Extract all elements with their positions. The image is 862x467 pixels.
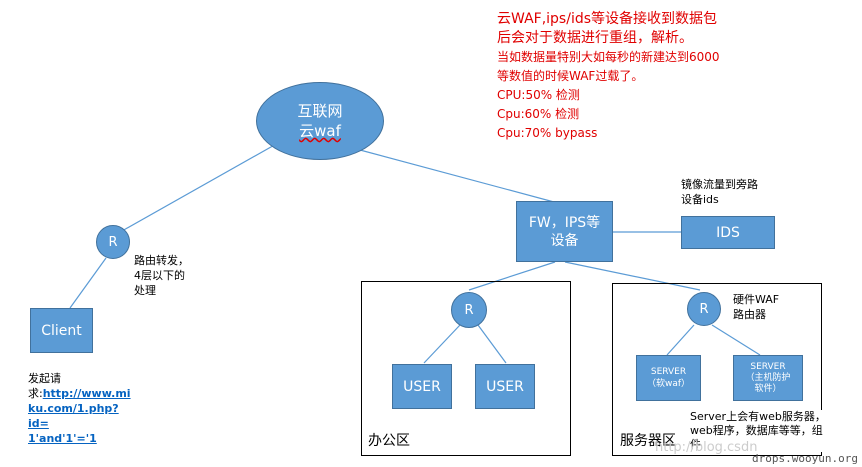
- line-fw-to-office: [468, 261, 556, 291]
- hw-waf-line2: 路由器: [733, 308, 766, 321]
- server-1: SERVER （软waf）: [636, 355, 701, 401]
- line-cloud-to-router: [121, 142, 279, 232]
- request-line2: 求:http://www.mi: [28, 386, 138, 401]
- fw-ips-device: FW，IPS等 设备: [516, 201, 613, 262]
- note-line-5: Cpu:70% bypass: [497, 126, 598, 140]
- mirror-note-line1: 镜像流量到旁路: [681, 178, 758, 191]
- server-note: Server上会有web服务器， web程序，数据库等等，组 件: [690, 410, 860, 452]
- office-user-2-label: USER: [486, 378, 524, 395]
- watermark: drops.wooyun.org: [752, 452, 858, 465]
- request-prefix2: 求:: [28, 387, 43, 400]
- office-router: R: [451, 292, 487, 328]
- faint-blog-text: http://blog.csdn: [655, 440, 758, 455]
- server-2-line2: （主机防护: [745, 372, 791, 383]
- line-serverR-to-server1: [666, 324, 695, 356]
- ids-device: IDS: [681, 216, 775, 249]
- server-router-label: R: [699, 301, 709, 317]
- line-officeR-to-user2: [477, 324, 507, 364]
- internet-cloud: 互联网 云waf: [256, 82, 384, 160]
- office-user-1-label: USER: [403, 378, 441, 395]
- line-fw-to-server: [564, 261, 701, 291]
- note-line-1: 云WAF,ips/ids等设备接收到数据包后会对于数据进行重组，解析。: [497, 11, 718, 46]
- line-serverR-to-server2: [711, 324, 761, 356]
- server-note-line3: 件: [690, 438, 701, 451]
- request-url-part2[interactable]: ku.com/1.php?id=: [28, 402, 119, 430]
- note-line-4: Cpu:60% 检测: [497, 107, 580, 121]
- hw-waf-line1: 硬件WAF: [733, 293, 780, 306]
- server-note-line2: web程序，数据库等等，组: [690, 424, 823, 437]
- server-zone: [612, 283, 822, 456]
- fw-ips-line2: 设备: [550, 232, 579, 249]
- request-url-part1[interactable]: http://www.mi: [42, 387, 131, 400]
- line-cloud-to-fw: [359, 149, 555, 203]
- routing-note-line3: 处理: [134, 284, 156, 297]
- mirror-note-line2: 设备ids: [681, 193, 719, 206]
- mirror-note: 镜像流量到旁路 设备ids: [681, 177, 758, 207]
- server-2-line1: SERVER: [750, 361, 786, 372]
- office-user-2: USER: [475, 364, 535, 409]
- server-zone-label: 服务器区: [620, 433, 676, 449]
- hw-waf-note: 硬件WAF 路由器: [733, 292, 779, 322]
- server-note-line1: Server上会有web服务器，: [690, 410, 826, 423]
- server-1-line2: （软waf）: [646, 379, 691, 389]
- request-url-part3[interactable]: 1'and'1'='1: [28, 432, 97, 445]
- line-router-to-client: [69, 257, 107, 309]
- server-router: R: [687, 292, 721, 326]
- office-zone-label: 办公区: [368, 433, 410, 449]
- office-zone: [361, 281, 571, 456]
- office-router-label: R: [464, 302, 474, 318]
- line-officeR-to-user1: [423, 324, 461, 364]
- routing-note-line1: 路由转发，: [134, 254, 189, 267]
- routing-note-line2: 4层以下的: [134, 269, 185, 282]
- internet-cloud-line2: 云waf: [299, 122, 341, 140]
- server-1-line1: SERVER: [650, 367, 687, 377]
- note-line-3: CPU:50% 检测: [497, 88, 580, 102]
- fw-ips-line1: FW，IPS等: [528, 214, 601, 231]
- internet-cloud-line1: 互联网: [297, 102, 343, 120]
- note-line-2: 当如数据量特别大如每秒的新建达到6000等数值的时候WAF过载了。: [497, 50, 720, 83]
- overload-note: 云WAF,ips/ids等设备接收到数据包后会对于数据进行重组，解析。 当如数据…: [497, 10, 727, 143]
- client-label: Client: [41, 322, 82, 339]
- request-note: 发起请 求:http://www.mi ku.com/1.php?id= 1'a…: [28, 371, 138, 446]
- server-2: SERVER （主机防护 软件）: [733, 355, 803, 401]
- request-line1: 发起请: [28, 372, 61, 385]
- ids-label: IDS: [716, 224, 740, 241]
- client-node: Client: [30, 308, 93, 353]
- router-left-label: R: [108, 234, 118, 250]
- server-2-line3: 软件）: [754, 383, 782, 394]
- office-user-1: USER: [392, 364, 452, 409]
- routing-note: 路由转发， 4层以下的 处理: [134, 253, 189, 298]
- router-left: R: [96, 225, 130, 259]
